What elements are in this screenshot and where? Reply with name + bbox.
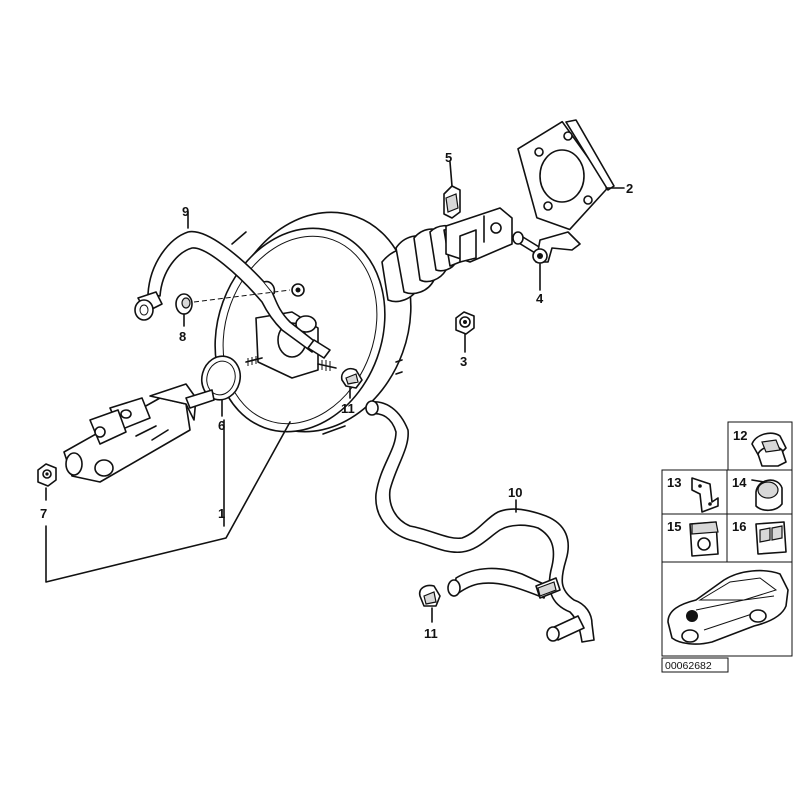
inset-label-12: 12: [733, 428, 747, 443]
grommet-part-14: [751, 479, 783, 512]
callout-4: 4: [536, 291, 544, 306]
callout-3: 3: [460, 354, 467, 369]
master-cylinder: [63, 383, 215, 483]
callout-10: 10: [508, 485, 522, 500]
hose-clip-part-11-lower: [418, 584, 441, 623]
callout-11-upper: 11: [341, 401, 355, 416]
o-ring-part-6: [200, 355, 242, 417]
inset-label-15: 15: [667, 519, 681, 534]
grommet-part-16: [755, 521, 787, 555]
part-1-bracket-line: [45, 421, 291, 583]
small-parts-inset: 12 13 14 15 16: [661, 421, 793, 563]
callout-6: 6: [218, 418, 225, 433]
vacuum-hose-part-9: [134, 211, 331, 359]
vehicle-locator-inset: [661, 561, 793, 657]
reference-number-box: [661, 657, 729, 673]
nut-part-7: [37, 463, 57, 501]
pin-part-4: [512, 231, 581, 291]
callout-9: 9: [182, 204, 189, 219]
callout-7: 7: [40, 506, 47, 521]
inset-label-13: 13: [667, 475, 681, 490]
reference-number: 00062682: [665, 660, 712, 672]
bracket-part-13: [691, 477, 719, 513]
clip-part-12: [751, 432, 787, 467]
nut-part-3: [455, 311, 475, 353]
clip-part-5: [443, 161, 461, 219]
grommet-part-15: [689, 521, 719, 557]
callout-2: 2: [626, 181, 633, 196]
callout-8: 8: [179, 329, 186, 344]
location-marker: [686, 610, 698, 622]
inset-label-16: 16: [732, 519, 746, 534]
gasket-part-2: [517, 119, 625, 231]
brake-booster: [214, 211, 412, 435]
vacuum-hose-part-10: [365, 400, 595, 643]
callout-11-lower: 11: [424, 626, 438, 641]
grommet-part-8: [175, 289, 291, 327]
callout-1: 1: [218, 506, 225, 521]
hose-clip-part-11-upper: [340, 367, 363, 399]
callout-5: 5: [445, 150, 452, 165]
clevis-fork: [445, 207, 513, 263]
inset-label-14: 14: [732, 475, 747, 490]
